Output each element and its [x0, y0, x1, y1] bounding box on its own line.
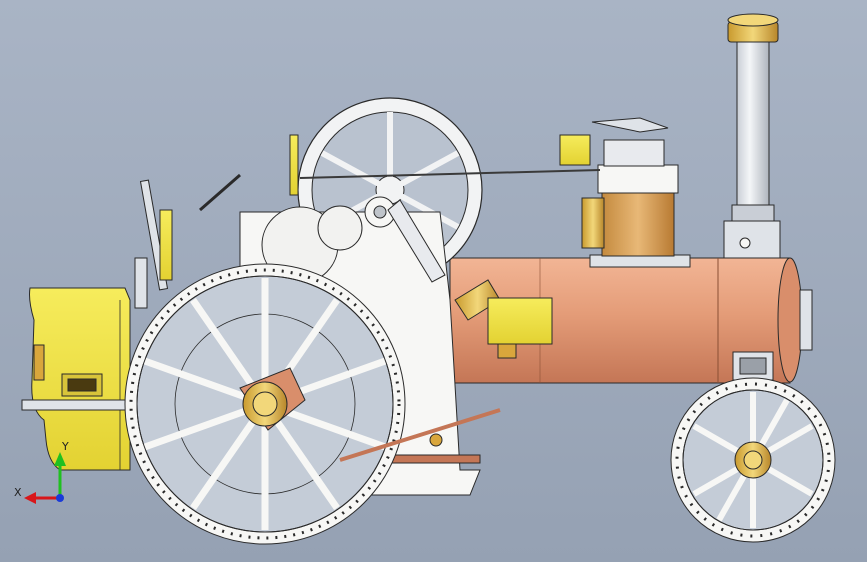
y-axis-label: Y	[61, 440, 69, 453]
chimney[interactable]	[723, 13, 781, 260]
control-levers[interactable]	[134, 134, 299, 309]
coordinate-triad: Y X	[14, 440, 69, 504]
z-axis-dot	[56, 494, 64, 502]
x-axis-head	[24, 492, 36, 504]
front-wheel[interactable]	[670, 377, 836, 543]
valve-chest[interactable]	[454, 279, 553, 359]
tender-tank[interactable]	[21, 287, 193, 471]
x-axis-label: X	[14, 486, 22, 499]
steering-linkage[interactable]	[299, 169, 601, 462]
rear-driving-wheel[interactable]	[124, 263, 406, 545]
y-axis-head	[54, 452, 66, 466]
cylinder-block[interactable]	[559, 117, 691, 268]
